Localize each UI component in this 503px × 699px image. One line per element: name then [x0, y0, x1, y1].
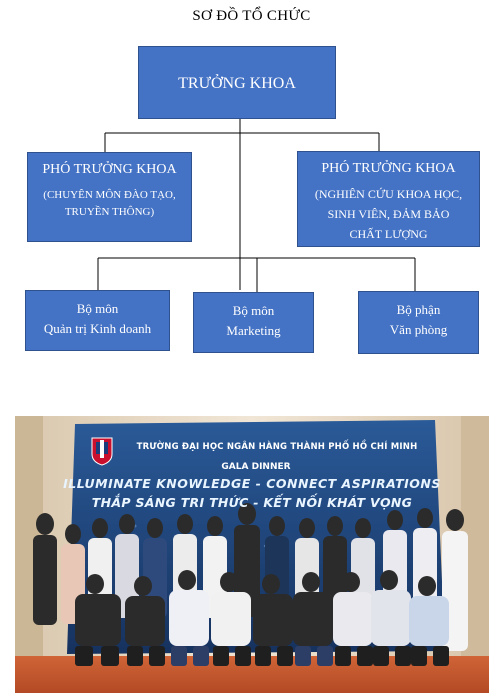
vice-dean-1-title: PHÓ TRƯỞNG KHOA [42, 162, 177, 177]
banner-event: GALA DINNER [221, 462, 291, 472]
banner-slogan-vn: THẮP SÁNG TRI THỨC - KẾT NỐI KHÁT VỌNG [91, 495, 413, 510]
vice-dean-2-line3: CHẤT LƯỢNG [349, 227, 428, 241]
group-photo-illustration [15, 416, 489, 693]
unit-2-line2: Marketing [226, 323, 281, 338]
vice-dean-2-line2: SINH VIÊN, ĐẢM BẢO [327, 207, 450, 221]
vice-dean-1-line2: TRUYỀN THÔNG) [64, 206, 155, 218]
banner-school-name: TRƯỜNG ĐẠI HỌC NGÂN HÀNG THÀNH PHỐ HỒ CH… [136, 442, 418, 452]
vice-dean-2-title: PHÓ TRƯỞNG KHOA [321, 161, 456, 176]
vice-dean-box-1: PHÓ TRƯỞNG KHOA (CHUYÊN MÔN ĐÀO TẠO, TRU… [27, 152, 192, 242]
dean-box: TRƯỞNG KHOA [138, 46, 336, 119]
unit-box-business-admin: Bộ môn Quản trị Kinh doanh [25, 290, 170, 351]
unit-3-line1: Bộ phận [396, 302, 441, 317]
unit-1-line1: Bộ môn [76, 301, 119, 316]
unit-1-line2: Quản trị Kinh doanh [43, 321, 152, 336]
banner-slogan-en: ILLUMINATE KNOWLEDGE - CONNECT ASPIRATIO… [63, 476, 441, 491]
org-connectors [97, 119, 416, 292]
unit-box-marketing: Bộ môn Marketing [193, 292, 314, 353]
school-logo-icon [91, 437, 113, 466]
chart-title: SƠ ĐỒ TỔ CHỨC [192, 8, 311, 24]
unit-box-office: Bộ phận Văn phòng [358, 291, 479, 354]
unit-3-line2: Văn phòng [389, 322, 448, 337]
vice-dean-2-line1: (NGHIÊN CỨU KHOA HỌC, [314, 187, 463, 201]
vice-dean-1-line1: (CHUYÊN MÔN ĐÀO TẠO, [43, 189, 176, 201]
dean-label: TRƯỞNG KHOA [178, 75, 296, 92]
group-photo: TRƯỜNG ĐẠI HỌC NGÂN HÀNG THÀNH PHỐ HỒ CH… [15, 416, 489, 693]
vice-dean-box-2: PHÓ TRƯỞNG KHOA (NGHIÊN CỨU KHOA HỌC, SI… [297, 151, 480, 247]
unit-2-line1: Bộ môn [232, 303, 275, 318]
